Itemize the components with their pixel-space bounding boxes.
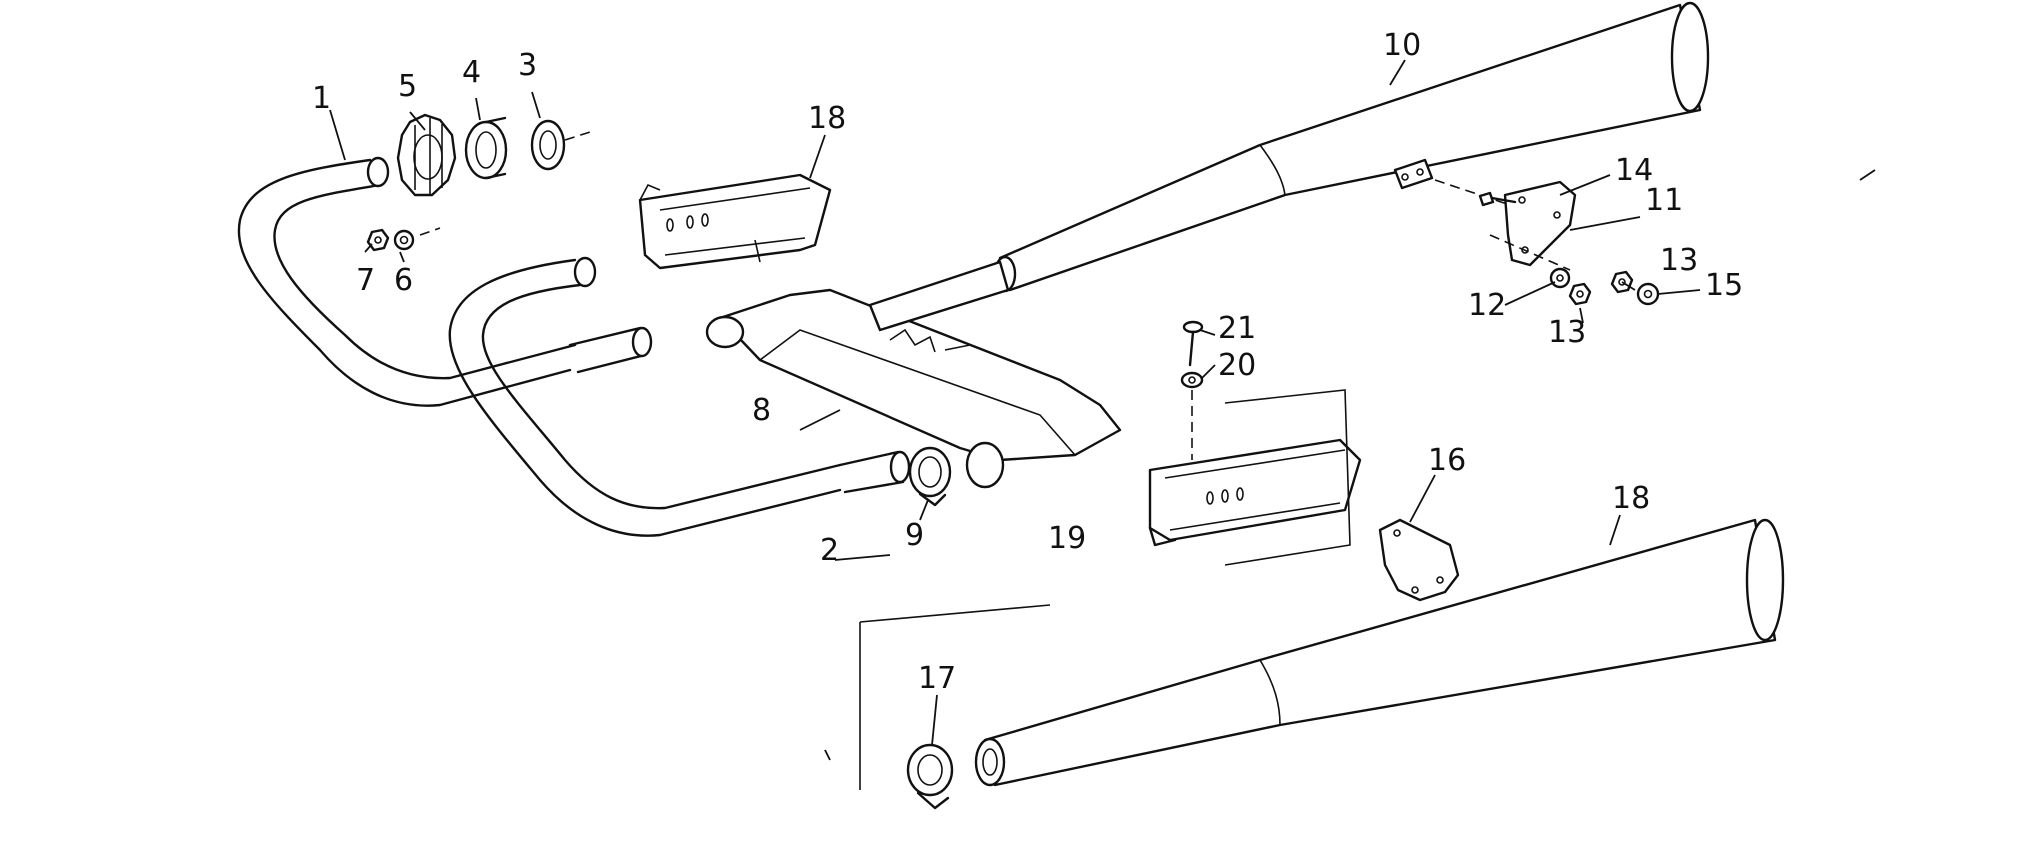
callout-19: 20	[1218, 348, 1256, 383]
callout-15: 15	[1705, 268, 1743, 303]
washer-19	[1180, 371, 1204, 389]
callout-labels: 1 5 4 3 7 6 8 2 9 18 19 10 21 20 14 11 1…	[312, 28, 1743, 696]
silencer-10	[868, 1, 1710, 332]
callout-18-lower: 19	[1048, 521, 1086, 556]
callout-3: 3	[518, 48, 537, 83]
callout-21: 18	[1612, 481, 1650, 516]
heat-shield-18-lower	[1148, 438, 1362, 547]
callout-17: 17	[918, 661, 956, 696]
bolt-14	[1478, 191, 1517, 207]
washer-12	[1549, 267, 1571, 289]
callout-12: 12	[1468, 288, 1506, 323]
callout-6: 6	[394, 263, 413, 298]
washer-15	[1636, 282, 1660, 306]
callout-5: 5	[398, 69, 417, 104]
bracket-plate-16	[1378, 518, 1460, 602]
callout-13-upper: 13	[1660, 243, 1698, 278]
callout-1: 1	[312, 81, 331, 116]
callout-7: 7	[356, 263, 375, 298]
flange-ring-3	[530, 119, 591, 171]
callout-4: 4	[462, 55, 481, 90]
callout-10: 10	[1383, 28, 1421, 63]
heat-shield-18-upper	[638, 173, 832, 270]
ring-nut-5	[396, 113, 457, 197]
callout-11: 11	[1645, 183, 1683, 218]
callout-18-upper: 18	[808, 101, 846, 136]
bracket-plate-11	[1503, 180, 1577, 267]
nut-13-left	[1568, 282, 1592, 306]
callout-2: 2	[820, 533, 839, 568]
callout-8: 8	[752, 393, 771, 428]
callout-14: 14	[1615, 153, 1653, 188]
silencer-21	[974, 518, 1785, 787]
callout-13-lower: 13	[1548, 315, 1586, 350]
callout-16: 16	[1428, 443, 1466, 478]
bushing-4	[464, 116, 508, 180]
screw-20	[1182, 320, 1204, 367]
callout-9: 9	[905, 518, 924, 553]
clamp-9	[908, 446, 952, 507]
leader-lines	[329, 59, 1876, 761]
header-pipe-1	[237, 156, 653, 407]
washer-6	[393, 229, 415, 251]
header-pipe-2	[448, 256, 911, 537]
callout-20: 21	[1218, 311, 1256, 346]
group-outline-lines	[754, 239, 1351, 790]
clamp-17	[906, 743, 954, 810]
nut-7	[366, 228, 390, 252]
balance-pipe-8	[705, 288, 1122, 489]
